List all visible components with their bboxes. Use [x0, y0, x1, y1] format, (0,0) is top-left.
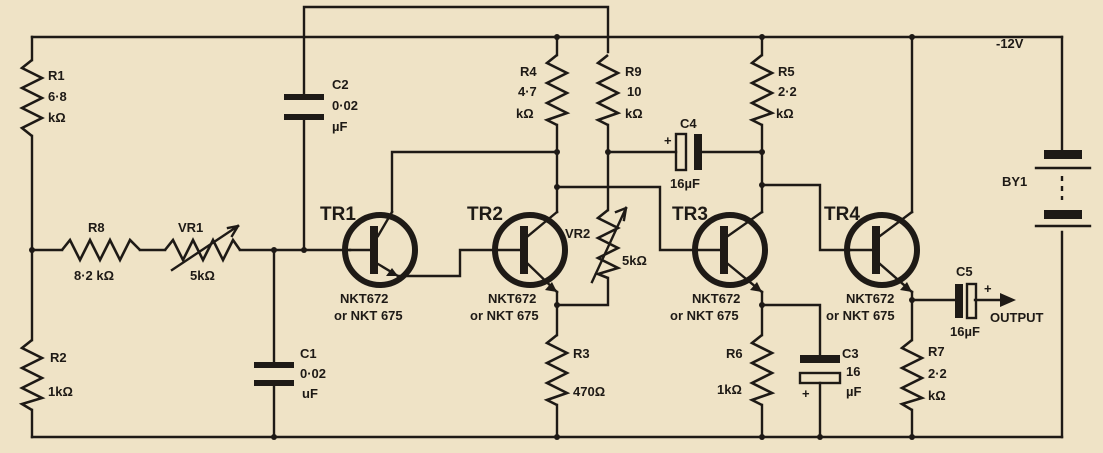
tr2-part: NKT672 [488, 291, 536, 306]
c4-plus: + [664, 133, 672, 148]
battery-by1: BY1 [1002, 150, 1092, 228]
r6-name: R6 [726, 346, 743, 361]
supply-label: -12V [996, 36, 1024, 51]
potentiometer-vr1: VR1 5kΩ [163, 220, 242, 283]
r1-unit: kΩ [48, 110, 66, 125]
r7-unit: kΩ [928, 388, 946, 403]
tr1-name: TR1 [320, 204, 356, 225]
resistor-r3: R3 470Ω [543, 333, 605, 407]
c2-name: C2 [332, 77, 349, 92]
resistor-r1: R1 6·8 kΩ [19, 58, 67, 138]
c4-name: C4 [680, 116, 697, 131]
c3-value: 16 [846, 364, 860, 379]
r6-value: 1kΩ [717, 382, 742, 397]
vr2-name: VR2 [565, 226, 590, 241]
transistor-tr3: TR3 NKT672 or NKT 675 [670, 204, 768, 323]
resistor-r2: R2 1kΩ [18, 338, 73, 412]
r4-unit: kΩ [516, 106, 534, 121]
r1-name: R1 [48, 68, 65, 83]
c1-value: 0·02 [300, 366, 326, 381]
tr1-alt: or NKT 675 [334, 308, 403, 323]
tr2-name: TR2 [467, 204, 503, 225]
capacitor-c2: C2 0·02 µF [284, 77, 358, 134]
tr1-part: NKT672 [340, 291, 388, 306]
r3-name: R3 [573, 346, 590, 361]
c3-name: C3 [842, 346, 859, 361]
transistor-tr2: TR2 NKT672 or NKT 675 [467, 204, 568, 323]
transistor-tr4: TR4 NKT672 or NKT 675 [824, 204, 920, 323]
resistor-r9: R9 10 kΩ [594, 53, 643, 127]
c4-value: 16µF [670, 176, 700, 191]
r5-value: 2·2 [778, 84, 797, 99]
resistor-r7: R7 2·2 kΩ [898, 338, 947, 412]
vr1-name: VR1 [178, 220, 203, 235]
c5-value: 16µF [950, 324, 980, 339]
wiring [30, 5, 1064, 439]
r5-unit: kΩ [776, 106, 794, 121]
c3-plus: + [802, 386, 810, 401]
r5-name: R5 [778, 64, 795, 79]
capacitor-c1: C1 0·02 uF [254, 346, 326, 401]
vr2-value: 5kΩ [622, 253, 647, 268]
tr4-part: NKT672 [846, 291, 894, 306]
r2-value: 1kΩ [48, 384, 73, 399]
r2-name: R2 [50, 350, 67, 365]
potentiometer-vr2: VR2 5kΩ [565, 206, 647, 284]
c1-name: C1 [300, 346, 317, 361]
resistor-r8: R8 8·2 kΩ [60, 220, 141, 283]
r4-name: R4 [520, 64, 537, 79]
output-arrow: OUTPUT [990, 293, 1044, 325]
tr4-name: TR4 [824, 204, 860, 225]
capacitor-c3: + C3 16 µF [798, 346, 861, 401]
r8-name: R8 [88, 220, 105, 235]
c5-plus: + [984, 281, 992, 296]
tr3-part: NKT672 [692, 291, 740, 306]
r9-value: 10 [627, 84, 641, 99]
r4-value: 4·7 [518, 84, 537, 99]
tr4-alt: or NKT 675 [826, 308, 895, 323]
c2-value: 0·02 [332, 98, 358, 113]
tr2-alt: or NKT 675 [470, 308, 539, 323]
r7-value: 2·2 [928, 366, 947, 381]
junction-dots [29, 34, 915, 440]
resistor-r4: R4 4·7 kΩ [516, 53, 571, 127]
tr3-alt: or NKT 675 [670, 308, 739, 323]
transistor-tr1: TR1 NKT672 or NKT 675 [320, 204, 418, 323]
c5-name: C5 [956, 264, 973, 279]
r9-name: R9 [625, 64, 642, 79]
c2-unit: µF [332, 119, 347, 134]
c3-unit: µF [846, 384, 861, 399]
r9-unit: kΩ [625, 106, 643, 121]
c1-unit: uF [302, 386, 318, 401]
r1-value: 6·8 [48, 89, 67, 104]
output-label: OUTPUT [990, 310, 1044, 325]
capacitor-c4: + C4 16µF [664, 116, 702, 191]
tr3-name: TR3 [672, 204, 708, 225]
resistor-r6: R6 1kΩ [717, 333, 776, 407]
r8-value: 8·2 kΩ [74, 268, 114, 283]
vr1-value: 5kΩ [190, 268, 215, 283]
r7-name: R7 [928, 344, 945, 359]
resistor-r5: R5 2·2 kΩ [748, 53, 797, 127]
r3-value: 470Ω [573, 384, 605, 399]
capacitor-c5: + C5 16µF [950, 264, 992, 339]
battery-label: BY1 [1002, 174, 1027, 189]
